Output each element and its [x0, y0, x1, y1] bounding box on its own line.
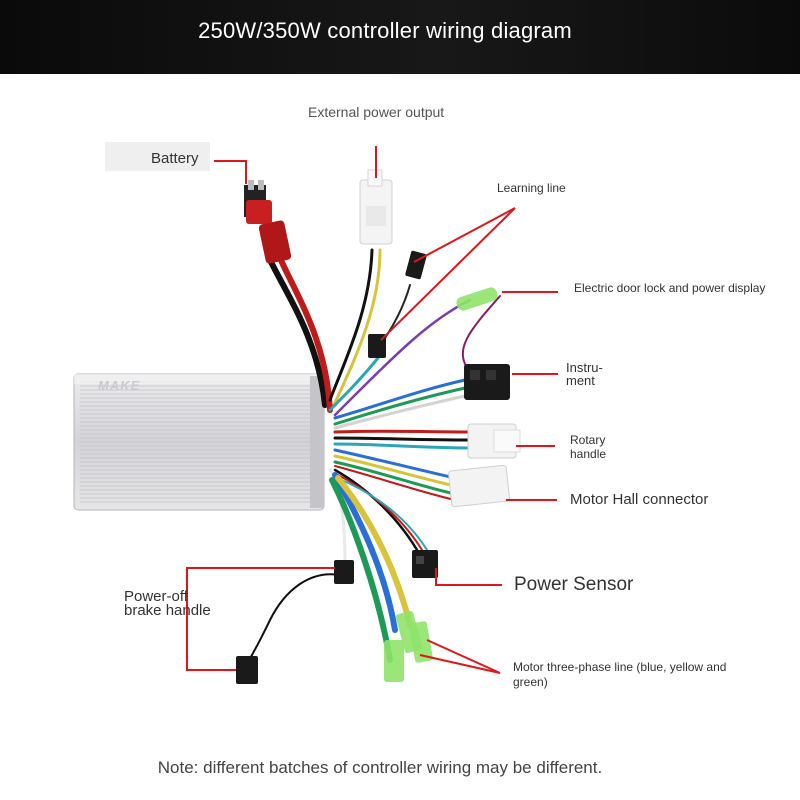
label-instrument-line2: ment: [566, 373, 595, 388]
instrument-connector: [464, 364, 510, 400]
title-banner: 250W/350W controller wiring diagram: [0, 0, 800, 74]
external-power-connector: [359, 169, 393, 245]
door-lock-connector: [456, 287, 498, 311]
label-motor-phase-line2: green): [513, 675, 548, 689]
label-instrument-line1: Instru-: [566, 360, 603, 375]
battery-connector: [244, 180, 292, 264]
label-external-power-output: External power output: [308, 104, 445, 120]
pointer-lines: [186, 146, 558, 674]
label-motor-phase-line1: Motor three-phase line (blue, yellow and: [513, 660, 727, 674]
battery-label-background: [105, 142, 210, 171]
controller-box: [73, 373, 325, 511]
page-title: 250W/350W controller wiring diagram: [198, 18, 572, 43]
wire-bundle: [247, 248, 501, 663]
label-power-sensor: Power Sensor: [514, 574, 634, 595]
power-sensor-connector: [412, 550, 438, 578]
hall-connector: [448, 464, 510, 508]
label-battery: Battery: [151, 150, 199, 167]
label-brake-line1: Power-off: [124, 588, 188, 605]
label-rotary-line2: handle: [570, 447, 607, 461]
controller-brand-logo: MAKE: [98, 378, 141, 393]
rotary-handle-connector: [467, 423, 521, 459]
brake-connectors: [236, 560, 354, 684]
motor-phase-connectors: [384, 611, 433, 682]
label-motor-hall-connector: Motor Hall connector: [570, 491, 709, 508]
label-door-lock-power-display: Electric door lock and power display: [574, 281, 766, 295]
label-rotary-line1: Rotary: [570, 433, 606, 447]
label-brake-line2: brake handle: [124, 602, 211, 619]
label-learning-line: Learning line: [497, 181, 566, 195]
footer-note: Note: different batches of controller wi…: [157, 758, 603, 777]
